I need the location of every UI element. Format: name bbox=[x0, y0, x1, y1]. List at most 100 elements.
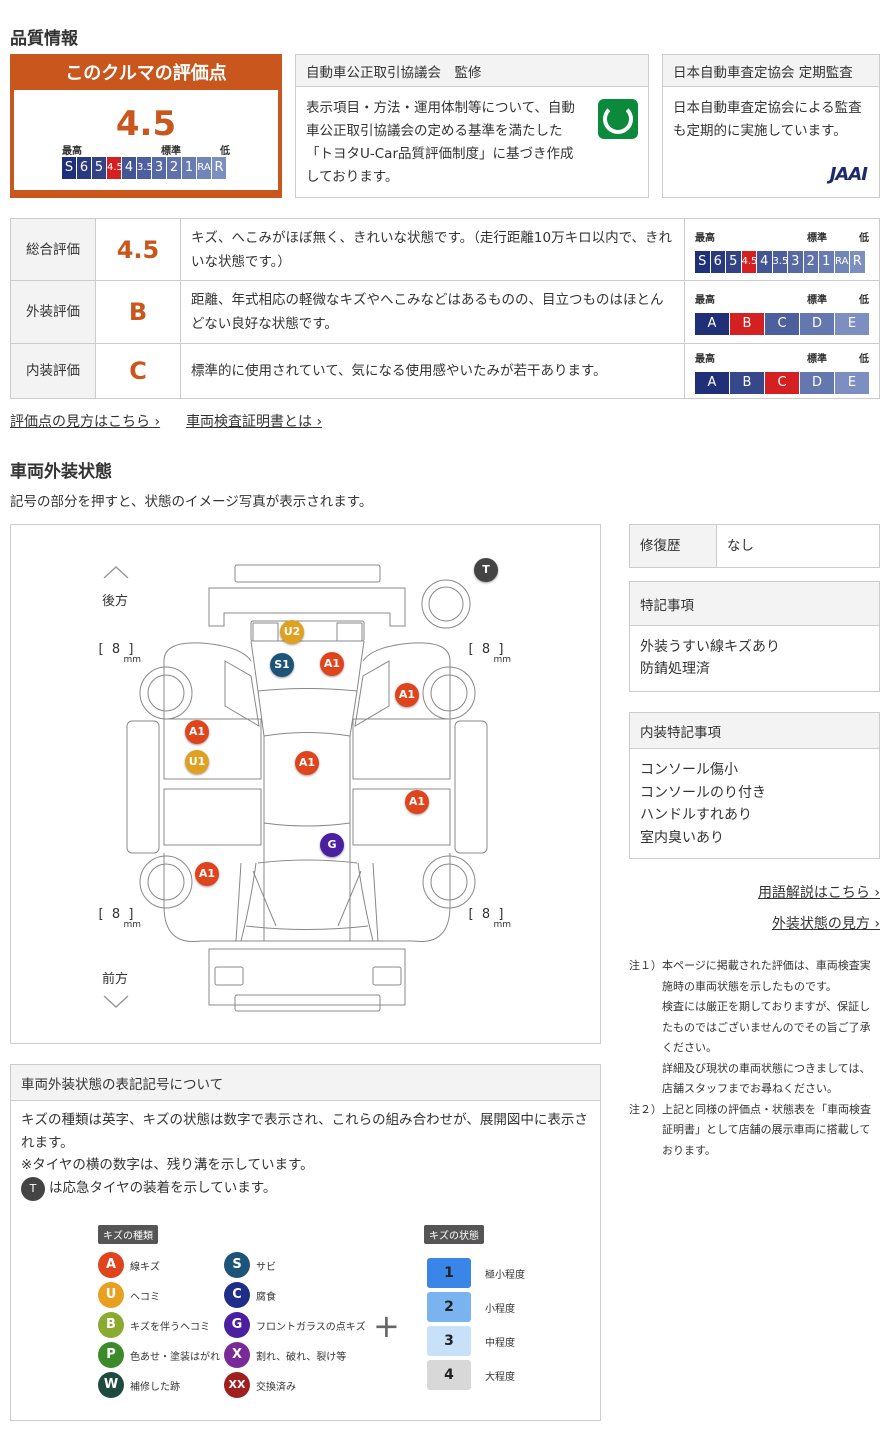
repair-value: なし bbox=[727, 538, 754, 554]
damage-marker-a1[interactable]: A1 bbox=[185, 720, 209, 744]
damage-marker-a1[interactable]: A1 bbox=[320, 652, 344, 676]
overall-score: 4.5 bbox=[115, 104, 177, 144]
scale-cell: 3.5 bbox=[137, 157, 153, 179]
table-row: 内装評価 C 標準的に使用されていて、気になる使用感やいたみが若干あります。 最… bbox=[10, 343, 880, 399]
label-front: 前方 bbox=[102, 972, 129, 987]
link-certificate[interactable]: 車両検査証明書とは › bbox=[186, 414, 323, 430]
scale-cell: C bbox=[765, 313, 799, 335]
scale-cell: RA bbox=[197, 157, 211, 179]
types-tag: キズの種類 bbox=[98, 1225, 158, 1244]
chevron-down-icon bbox=[103, 995, 129, 1009]
damage-marker-g[interactable]: G bbox=[320, 833, 344, 857]
scale-cell: 4.5 bbox=[107, 157, 123, 179]
scale-cell: A bbox=[695, 313, 729, 335]
jaai-title: 日本自動車査定協会 定期監査 bbox=[663, 55, 879, 87]
plus-icon: + bbox=[373, 1307, 400, 1345]
damage-marker-a1[interactable]: A1 bbox=[195, 862, 219, 886]
special-notes: 特記事項 外装うすい線キズあり防錆処理済 bbox=[629, 581, 880, 692]
interior-note-item: 室内臭いあり bbox=[640, 829, 724, 846]
scale-cell: A bbox=[695, 372, 729, 394]
damage-marker-s1[interactable]: S1 bbox=[270, 653, 294, 677]
link-score-guide[interactable]: 評価点の見方はこちら › bbox=[10, 414, 161, 430]
scale-cell: 1 bbox=[819, 250, 834, 273]
jaai-box: 日本自動車査定協会 定期監査 日本自動車査定協会による監査も定期的に実施していま… bbox=[662, 54, 880, 198]
car-outline bbox=[103, 564, 488, 1012]
damage-marker-a1[interactable]: A1 bbox=[395, 683, 419, 707]
note-number bbox=[629, 997, 662, 1059]
scale-low: 低 bbox=[220, 146, 230, 157]
scale-std: 標準 bbox=[161, 146, 181, 157]
scale-cell: R bbox=[212, 157, 226, 179]
interior-note-item: コンソール傷小 bbox=[640, 762, 738, 778]
row-label: 総合評価 bbox=[10, 218, 96, 281]
scale-cell: 5 bbox=[92, 157, 106, 179]
aftc-logo-icon bbox=[598, 99, 638, 139]
legend-title: 車両外装状態の表記記号について bbox=[11, 1065, 600, 1101]
scale-cell: B bbox=[730, 372, 764, 394]
scale-cell: 1 bbox=[182, 157, 196, 179]
row-label: 内装評価 bbox=[10, 343, 96, 399]
damage-marker-a1[interactable]: A1 bbox=[405, 790, 429, 814]
link-glossary[interactable]: 用語解説はこちら › bbox=[757, 885, 880, 901]
section-title-quality: 品質情報 bbox=[10, 29, 78, 49]
interior-note-item: コンソールのり付き bbox=[640, 784, 766, 801]
damage-marker-t[interactable]: T bbox=[474, 558, 498, 582]
scale-cell: E bbox=[835, 372, 869, 394]
note-number: 注１） bbox=[629, 959, 662, 972]
interior-notes: 内装特記事項 コンソール傷小コンソールのり付きハンドルすれあり室内臭いあり bbox=[629, 712, 880, 859]
tread-depth: [ 8 ]mm bbox=[98, 907, 141, 930]
scale-high: 最高 bbox=[62, 146, 82, 157]
scale-cell: 6 bbox=[77, 157, 91, 179]
row-text: 標準的に使用されていて、気になる使用感やいたみが若干あります。 bbox=[180, 343, 685, 399]
evaluation-table: 総合評価 4.5 キズ、へこみがほぼ無く、きれいな状態です。（走行距離10万キロ… bbox=[10, 218, 880, 399]
legend-spare-note: は応急タイヤの装着を示しています。 bbox=[49, 1180, 277, 1197]
aftc-title: 自動車公正取引協議会 監修 bbox=[296, 55, 648, 87]
scale-cell: 4.5 bbox=[741, 250, 757, 273]
interior-notes-title: 内装特記事項 bbox=[630, 713, 879, 749]
repair-label: 修復歴 bbox=[630, 525, 717, 567]
row-text: キズ、へこみがほぼ無く、きれいな状態です。（走行距離10万キロ以内で、きれいな状… bbox=[180, 218, 685, 281]
row-value: B bbox=[95, 280, 181, 344]
repair-history: 修復歴 なし bbox=[629, 524, 880, 568]
exterior-subtitle: 記号の部分を押すと、状態のイメージ写真が表示されます。 bbox=[10, 494, 373, 510]
scale-cell: D bbox=[800, 313, 834, 335]
note-text: 上記と同様の評価点・状態表を「車両検査証明書」として店舗の展示車両に搭載しており… bbox=[662, 1102, 871, 1157]
note-item: 防錆処理済 bbox=[640, 661, 710, 677]
row-label: 外装評価 bbox=[10, 280, 96, 344]
scale-cell: 3 bbox=[788, 250, 803, 273]
scale-cell: S bbox=[695, 250, 710, 273]
scale-cell: 4 bbox=[122, 157, 136, 179]
label-rear: 後方 bbox=[102, 594, 129, 609]
scale-cell: 5 bbox=[726, 250, 741, 273]
note-number: 注２） bbox=[629, 1102, 662, 1116]
tread-depth: [ 8 ]mm bbox=[468, 907, 511, 930]
row-value: 4.5 bbox=[95, 218, 181, 281]
note-text: 検査には厳正を期しておりますが、保証したものではございませんのでその旨ご了承くだ… bbox=[662, 1000, 871, 1054]
damage-marker-a1[interactable]: A1 bbox=[295, 751, 319, 775]
scale-cell: B bbox=[730, 313, 764, 335]
interior-note-item: ハンドルすれあり bbox=[640, 807, 752, 823]
row-text: 距離、年式相応の軽微なキズやへこみなどはあるものの、目立つものはほとんどない良好… bbox=[180, 280, 685, 344]
damage-marker-u1[interactable]: U1 bbox=[185, 750, 209, 774]
link-exterior-guide[interactable]: 外装状態の見方 › bbox=[771, 916, 880, 932]
scale-cell: S bbox=[62, 157, 76, 179]
damage-marker-u2[interactable]: U2 bbox=[280, 620, 304, 644]
tread-depth: [ 8 ]mm bbox=[468, 642, 511, 665]
scale-cell: 3.5 bbox=[772, 250, 788, 273]
